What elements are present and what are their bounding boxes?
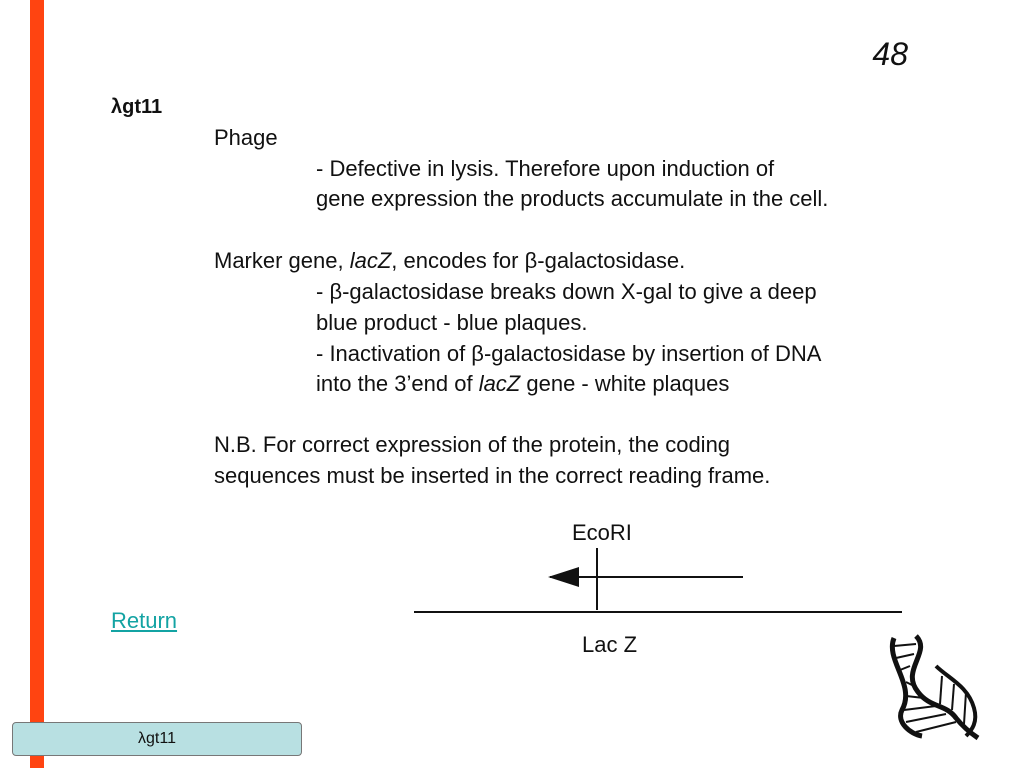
lysis-line-1: - Defective in lysis. Therefore upon ind… — [316, 156, 775, 181]
return-link[interactable]: Return — [111, 608, 178, 633]
left-accent-bar — [30, 0, 44, 768]
inactivation-suffix: gene - white plaques — [520, 371, 730, 396]
nb-line-1: N.B. For correct expression of the prote… — [214, 432, 731, 457]
slide-title: λgt11 — [111, 96, 163, 118]
phage-heading: Phage — [214, 125, 278, 150]
blue-line-2: blue product - blue plaques. — [316, 310, 588, 335]
marker-prefix: Marker gene, — [214, 248, 350, 273]
footer-slide-title-tab: λgt11 — [12, 722, 302, 756]
marker-gene-line: Marker gene, lacZ, encodes for β-galacto… — [214, 246, 685, 276]
lacz-ecori-diagram: EcoRI Lac Z — [414, 520, 902, 657]
marker-gene-name: lacZ — [349, 248, 392, 273]
lysis-line-2: gene expression the products accumulate … — [316, 186, 829, 211]
ecori-label: EcoRI — [572, 520, 632, 545]
blue-line-1: - β-galactosidase breaks down X-gal to g… — [316, 279, 817, 304]
nb-line-2: sequences must be inserted in the correc… — [214, 463, 771, 488]
dna-helix-icon — [889, 634, 980, 741]
inactivation-line-1: - Inactivation of β-galactosidase by ins… — [316, 341, 822, 366]
marker-suffix: , encodes for β-galactosidase. — [391, 248, 686, 273]
arrow-head — [548, 567, 579, 587]
inactivation-line-2: into the 3’end of lacZ gene - white plaq… — [316, 369, 729, 399]
slide-number: 48 — [872, 36, 908, 72]
lacz-label: Lac Z — [582, 632, 637, 657]
inactivation-gene-name: lacZ — [478, 371, 521, 396]
inactivation-prefix: into the 3’end of — [316, 371, 479, 396]
